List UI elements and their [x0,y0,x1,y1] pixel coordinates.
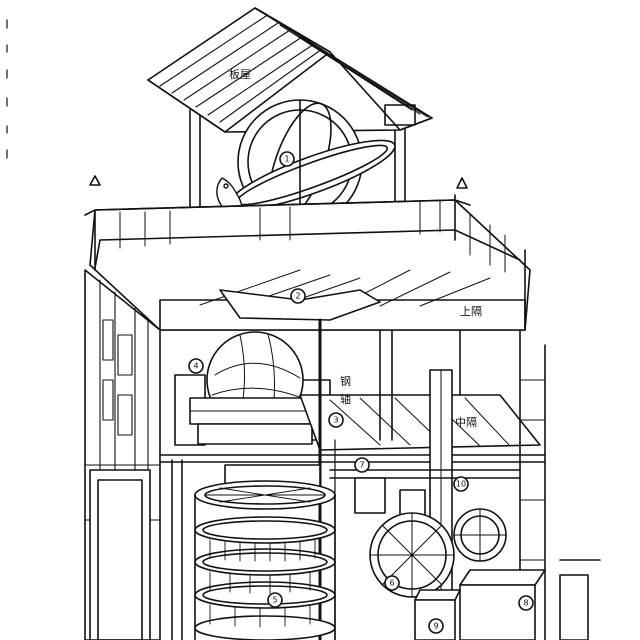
timekeeping-wheels [171,459,336,640]
left-tower-wall [84,269,161,640]
svg-text:8: 8 [523,599,528,608]
numbered-markers: 1 2 3 4 5 6 7 8 9 10 [188,151,534,634]
water-tanks [414,559,601,640]
diagram-labels: 板屋 上隔 中隔 钢 轴 [229,67,482,429]
upper-floor-label: 上隔 [460,305,482,318]
svg-text:2: 2 [295,292,300,301]
celestial-globe [174,331,331,446]
marker-10: 10 [453,476,469,492]
roof-pavilion [147,7,433,301]
middle-floor-label: 中隔 [455,416,477,429]
marker-9: 9 [428,618,444,634]
marker-1: 1 [279,151,295,167]
marker-6: 6 [384,575,400,591]
middle-floor [159,329,546,463]
svg-text:6: 6 [389,579,394,588]
marker-4: 4 [188,358,204,374]
svg-text:3: 3 [333,416,338,425]
svg-text:10: 10 [456,480,466,489]
marker-5: 5 [267,592,283,608]
svg-text:4: 4 [193,362,198,371]
shaft-label-a: 钢 [340,375,351,388]
svg-text:1: 1 [284,155,289,164]
svg-text:7: 7 [359,461,364,470]
marker-7: 7 [354,457,370,473]
upper-deck [84,175,531,331]
marker-3: 3 [328,412,344,428]
svg-text:5: 5 [272,596,277,605]
roof-label: 板屋 [229,67,251,81]
marker-8: 8 [518,595,534,611]
shaft-label-b: 轴 [340,392,351,406]
svg-text:9: 9 [433,622,438,631]
marker-2: 2 [290,288,306,304]
